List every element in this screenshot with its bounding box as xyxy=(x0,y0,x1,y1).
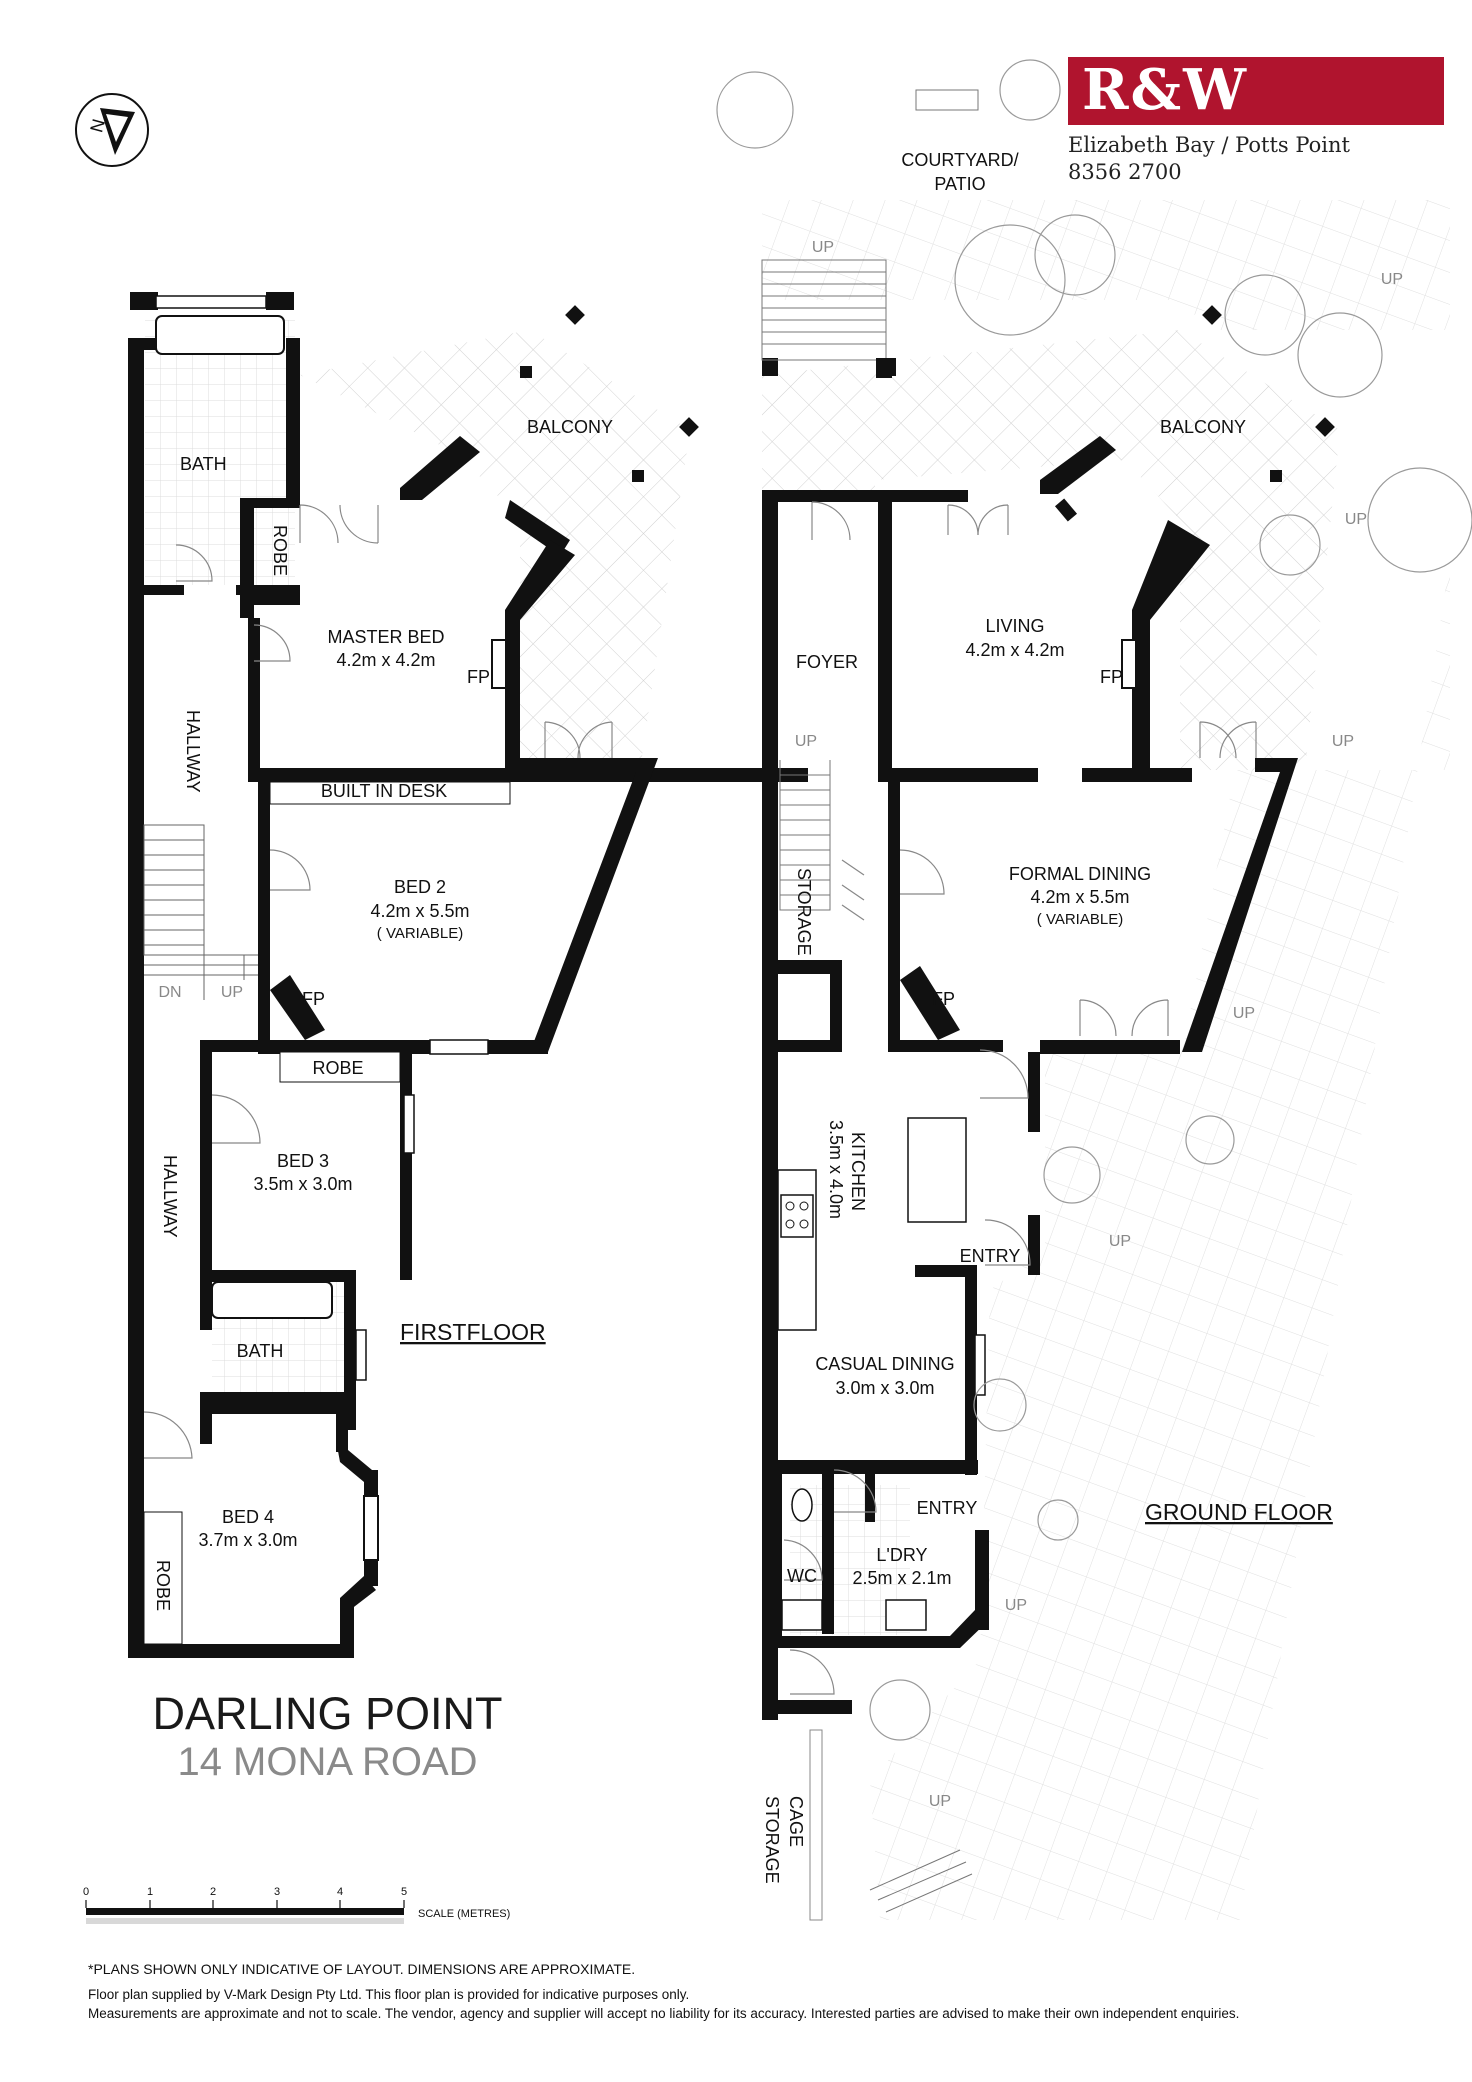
size-casual-dining: 3.0m x 3.0m xyxy=(835,1378,934,1398)
label-wc: WC xyxy=(787,1566,817,1586)
scale-tick: 3 xyxy=(274,1886,280,1898)
label-storage: STORAGE xyxy=(794,868,814,956)
size-bed4: 3.7m x 3.0m xyxy=(198,1530,297,1550)
scale-tick: 0 xyxy=(83,1886,89,1898)
size-bed2: 4.2m x 5.5m xyxy=(370,901,469,921)
label-hallway-top: HALLWAY xyxy=(183,710,203,793)
label-patio: PATIO xyxy=(934,174,985,194)
note-bed2: ( VARIABLE) xyxy=(377,925,463,942)
label-living: LIVING xyxy=(985,616,1044,636)
label-laundry: L'DRY xyxy=(876,1545,927,1565)
scale-tick: 5 xyxy=(401,1886,407,1898)
up-marker: UP xyxy=(1233,1005,1255,1022)
office-phone: 8356 2700 xyxy=(1068,160,1182,184)
scale-tick: 2 xyxy=(210,1886,216,1898)
label-dn: DN xyxy=(158,984,181,1001)
size-laundry: 2.5m x 2.1m xyxy=(852,1568,951,1588)
up-marker: UP xyxy=(1005,1597,1027,1614)
label-balcony-first: BALCONY xyxy=(527,417,613,437)
heading-ground-floor: GROUND FLOOR xyxy=(1145,1499,1333,1525)
up-marker: UP xyxy=(1332,733,1354,750)
scale-bar: 0 1 2 3 4 5 xyxy=(83,1886,407,1924)
up-marker: UP xyxy=(929,1793,951,1810)
label-robe-bed4: ROBE xyxy=(153,1560,173,1611)
heading-first-floor: FIRSTFLOOR xyxy=(400,1319,546,1345)
label-balcony-ground: BALCONY xyxy=(1160,417,1246,437)
note-line-1: Floor plan supplied by V-Mark Design Pty… xyxy=(88,1987,690,2002)
label-hallway-bottom: HALLWAY xyxy=(160,1155,180,1238)
label-courtyard: COURTYARD/ xyxy=(901,150,1018,170)
label-foyer: FOYER xyxy=(796,652,858,672)
label-fp-master: FP xyxy=(467,667,490,687)
up-marker: UP xyxy=(795,733,817,750)
label-storage-cage: STORAGE xyxy=(762,1796,782,1884)
label-robe-top: ROBE xyxy=(270,525,290,576)
agency-office: Elizabeth Bay / Potts Point 8356 2700 xyxy=(1068,132,1350,186)
label-kitchen: KITCHEN xyxy=(848,1132,868,1211)
brand-logo: R&W xyxy=(1082,57,1248,123)
north-arrow-icon: N xyxy=(75,93,149,167)
ground-floor-plan: COURTYARD/ PATIO BALCONY FOYER LIVING 4.… xyxy=(716,59,1472,1921)
plan-notes: *PLANS SHOWN ONLY INDICATIVE OF LAYOUT. … xyxy=(88,1960,1239,2023)
label-bath-top: BATH xyxy=(180,454,227,474)
note-formal-dining: ( VARIABLE) xyxy=(1037,911,1123,928)
label-robe-bed3: ROBE xyxy=(312,1058,363,1078)
scale-label: SCALE (METRES) xyxy=(418,1908,511,1920)
disclaimer: *PLANS SHOWN ONLY INDICATIVE OF LAYOUT. … xyxy=(88,1961,636,1977)
up-marker: UP xyxy=(1381,271,1403,288)
label-up-first: UP xyxy=(221,984,243,1001)
label-entry-rear: ENTRY xyxy=(917,1498,978,1518)
label-cage: CAGE xyxy=(786,1796,806,1847)
up-marker: UP xyxy=(1109,1233,1131,1250)
size-bed3: 3.5m x 3.0m xyxy=(253,1174,352,1194)
label-formal-dining: FORMAL DINING xyxy=(1009,864,1151,884)
scale-tick: 4 xyxy=(337,1886,343,1898)
label-fp-bed2: FP xyxy=(302,989,325,1009)
label-fp-living: FP xyxy=(1100,667,1123,687)
label-bed2: BED 2 xyxy=(394,877,446,897)
label-casual-dining: CASUAL DINING xyxy=(815,1354,954,1374)
svg-text:N: N xyxy=(86,117,109,135)
label-fp-dining: FP xyxy=(932,989,955,1009)
brand-logo-block xyxy=(1068,57,1444,125)
label-built-in-desk: BUILT IN DESK xyxy=(321,781,447,801)
first-floor-plan: BATH ROBE MASTER BED 4.2m x 4.2m FP BALC… xyxy=(128,292,808,1658)
size-kitchen: 3.5m x 4.0m xyxy=(826,1120,846,1219)
size-living: 4.2m x 4.2m xyxy=(965,640,1064,660)
size-master-bed: 4.2m x 4.2m xyxy=(336,650,435,670)
up-marker: UP xyxy=(812,239,834,256)
note-line-2: Measurements are approximate and not to … xyxy=(88,2006,1240,2021)
label-bed4: BED 4 xyxy=(222,1507,274,1527)
label-bed3: BED 3 xyxy=(277,1151,329,1171)
label-entry-side: ENTRY xyxy=(960,1246,1021,1266)
property-suburb: DARLING POINT xyxy=(152,1688,503,1739)
label-bath-bottom: BATH xyxy=(237,1341,284,1361)
property-address: 14 MONA ROAD xyxy=(177,1740,478,1784)
office-name: Elizabeth Bay / Potts Point xyxy=(1068,133,1350,157)
up-marker: UP xyxy=(1345,511,1367,528)
scale-tick: 1 xyxy=(147,1886,153,1898)
size-formal-dining: 4.2m x 5.5m xyxy=(1030,887,1129,907)
label-master-bed: MASTER BED xyxy=(327,627,444,647)
